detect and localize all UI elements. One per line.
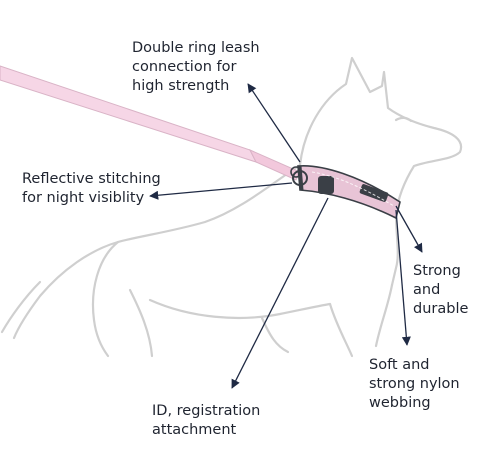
callout-line: Strong — [413, 263, 461, 279]
leash-icon — [0, 65, 301, 181]
arrow-strong — [395, 205, 423, 253]
callout-line: strong nylon — [369, 376, 460, 392]
callout-reflective-stitching: Reflective stitching for night visiblity — [22, 170, 161, 208]
arrow-soft — [395, 209, 411, 346]
callout-id-attachment: ID, registration attachment — [152, 402, 260, 440]
callout-line: for night visiblity — [22, 190, 145, 206]
callout-line: Double ring leash — [132, 40, 260, 56]
callout-line: durable — [413, 301, 469, 317]
arrow-ring — [247, 83, 301, 163]
callout-line: connection for — [132, 59, 237, 75]
callout-strong-durable: Strong and durable — [413, 262, 468, 319]
arrow-reflect — [149, 182, 293, 200]
callout-double-ring: Double ring leash connection for high st… — [132, 39, 260, 96]
callout-line: high strength — [132, 78, 230, 94]
callout-nylon-webbing: Soft and strong nylon webbing — [369, 356, 460, 413]
collar-icon — [290, 165, 401, 220]
callout-line: Soft and — [369, 357, 430, 373]
callout-line: and — [413, 282, 441, 298]
callout-line: Reflective stitching — [22, 171, 161, 187]
callout-arrows — [149, 83, 423, 389]
arrow-id — [231, 197, 329, 389]
callout-line: webbing — [369, 395, 431, 411]
callout-line: ID, registration — [152, 403, 261, 419]
callout-line: attachment — [152, 422, 237, 438]
